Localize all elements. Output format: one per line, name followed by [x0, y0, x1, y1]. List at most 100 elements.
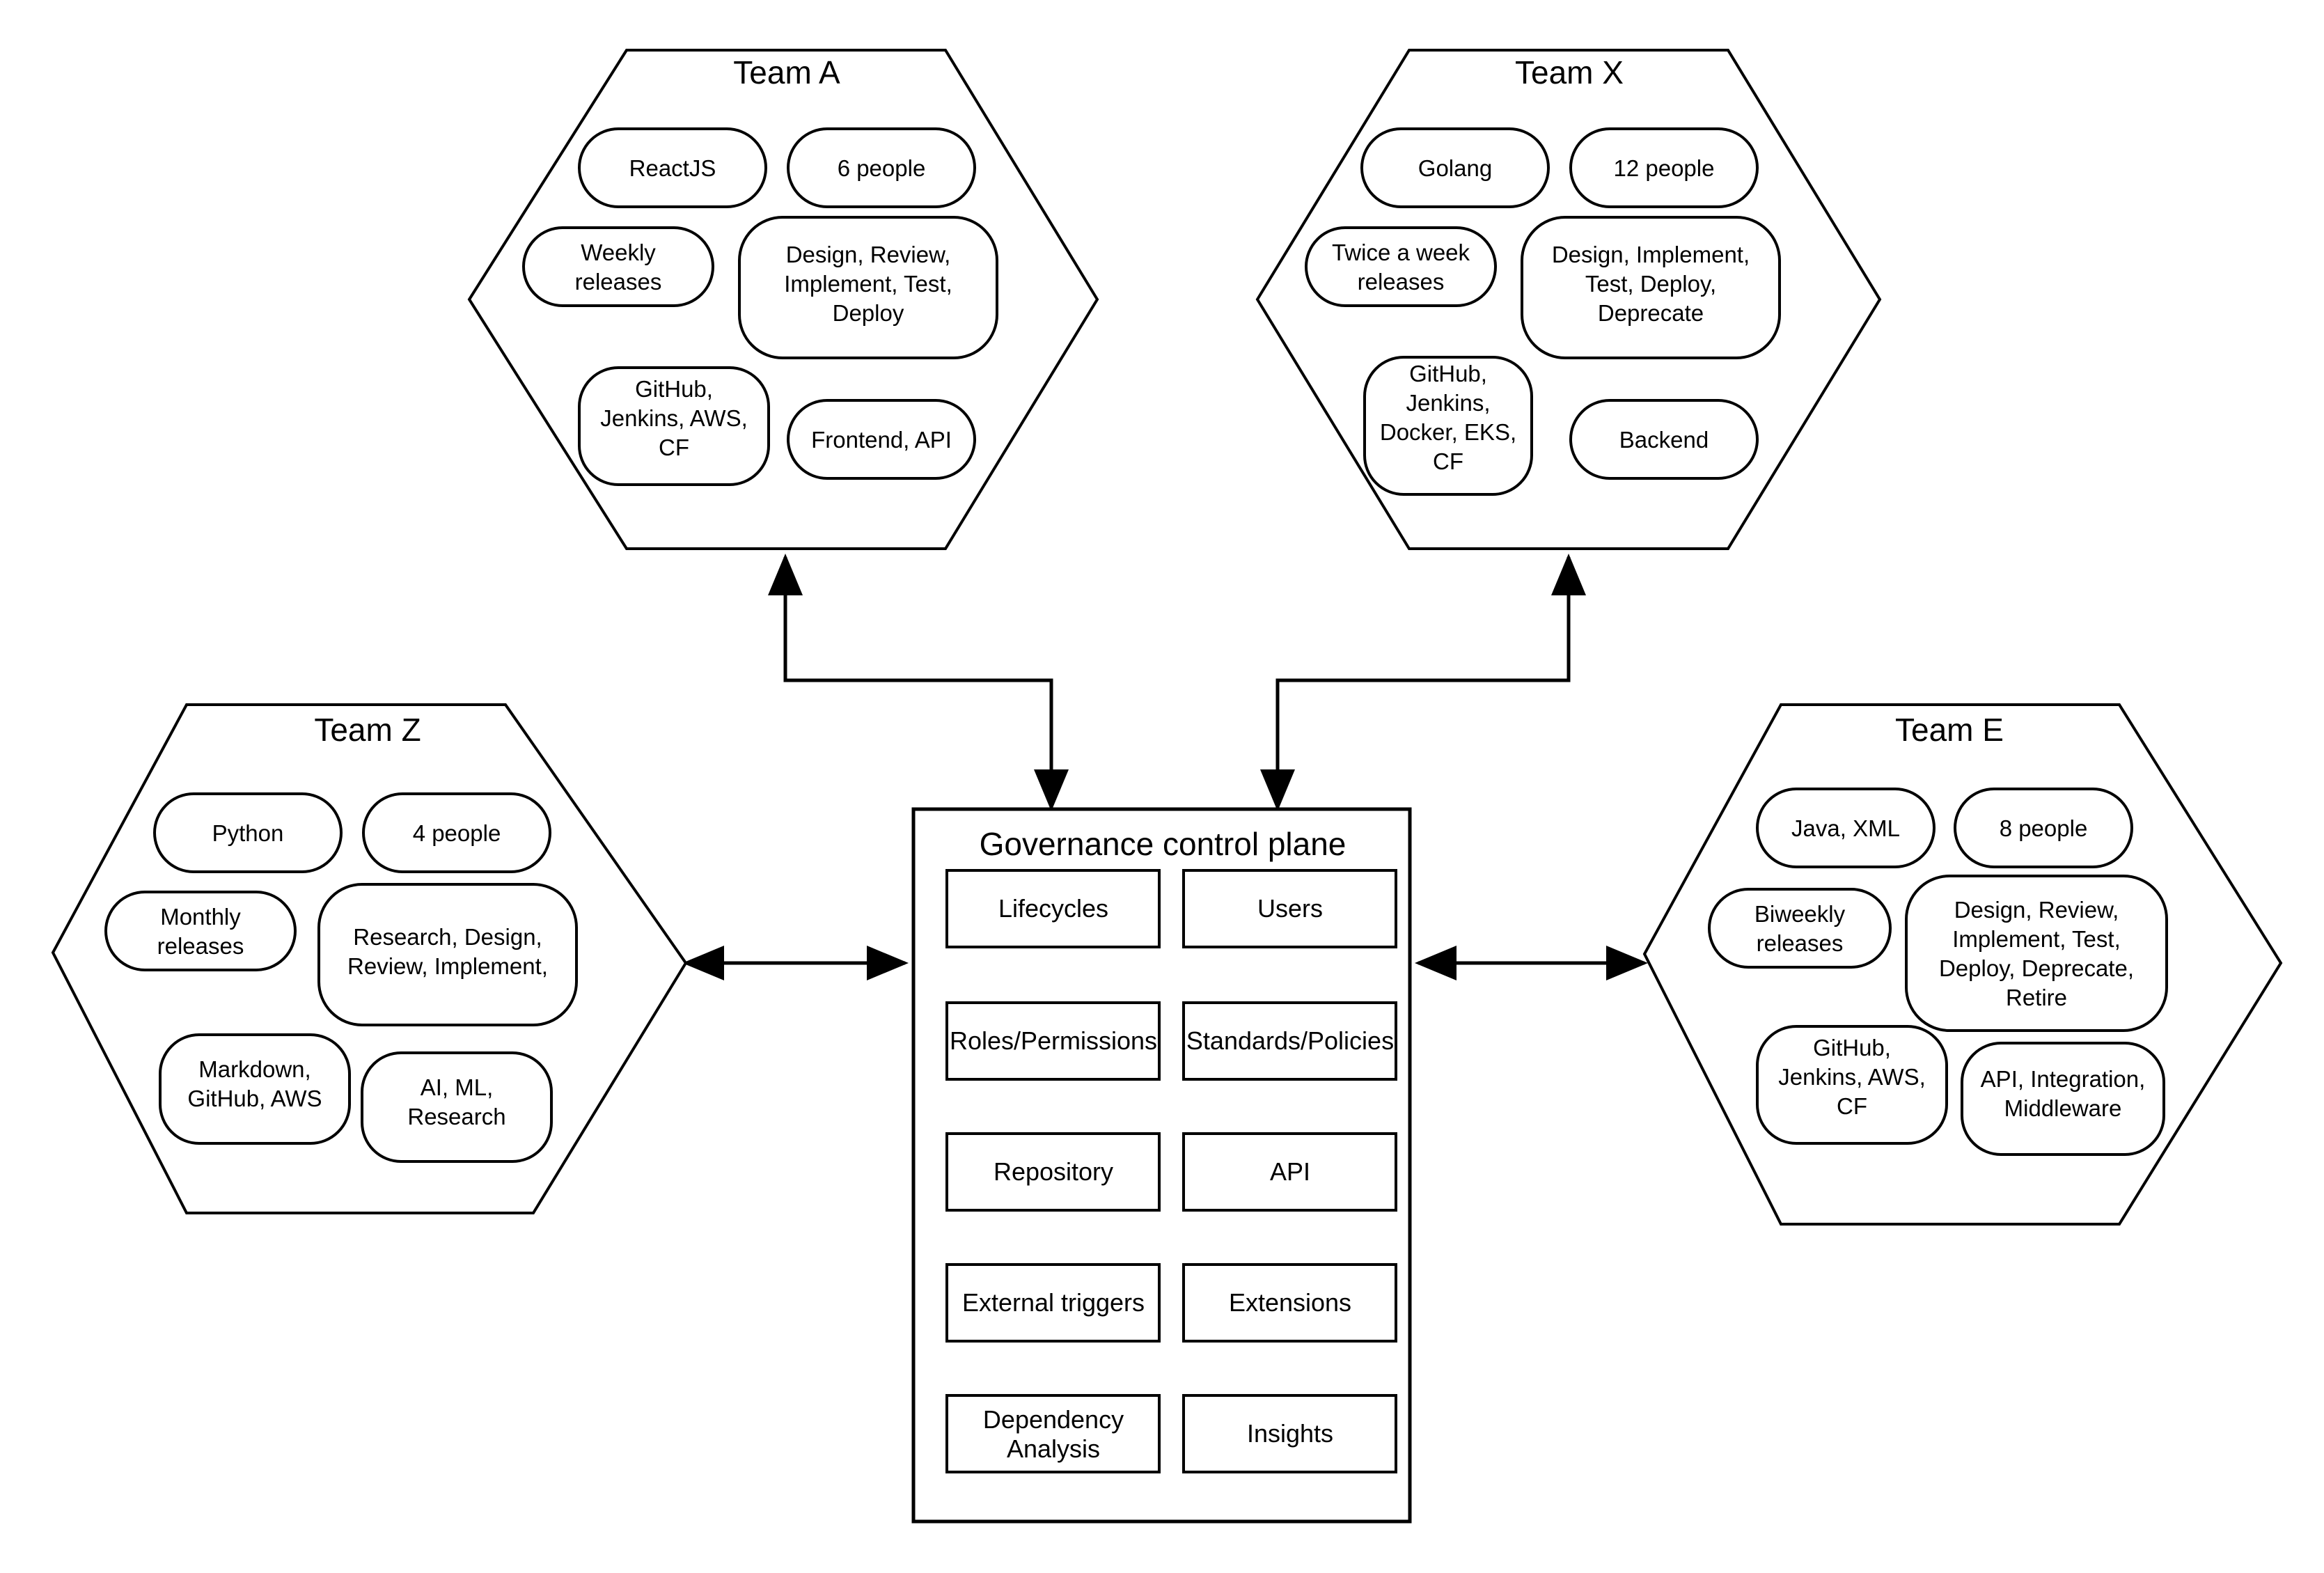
team-z-pill-tech-stack[interactable] [153, 792, 343, 873]
team-a-pill-team-size-label: 6 people [838, 155, 926, 181]
team-z-pill-release-cadence-label: Monthly [160, 904, 241, 930]
team-x-pill-scope[interactable] [1569, 399, 1759, 480]
team-a-pill-release-cadence[interactable] [522, 226, 714, 307]
team-z-pill-lifecycle[interactable] [317, 883, 578, 1026]
svg-text:CF: CF [1433, 448, 1463, 474]
team-x-pill-release-cadence-label: Twice a week [1332, 240, 1470, 265]
team-z-pill-release-cadence[interactable] [104, 891, 297, 971]
team-e-title: Team E [1895, 712, 2004, 748]
team-e-pill-tooling-label: GitHub, [1813, 1035, 1891, 1061]
control-plane-box-insights[interactable] [1182, 1394, 1397, 1473]
team-e-pill-tech-stack[interactable] [1756, 788, 1936, 868]
team-e-pill-scope[interactable] [1961, 1042, 2165, 1156]
team-z-pill-team-size-label: 4 people [413, 820, 501, 846]
team-z-pill-lifecycle-label: Research, Design, [353, 924, 542, 950]
control-plane-box-insights-label: Insights [1247, 1419, 1333, 1448]
control-plane-box-api-label: API [1270, 1157, 1310, 1186]
control-plane-box-external-triggers[interactable] [945, 1263, 1161, 1343]
team-a-pill-scope[interactable] [787, 399, 976, 480]
team-z-pill-tooling-label: Markdown, [198, 1056, 311, 1082]
team-a-pill-tooling-label: GitHub, [635, 376, 713, 402]
svg-text:Jenkins, AWS,: Jenkins, AWS, [1778, 1064, 1926, 1090]
svg-text:releases: releases [1358, 269, 1445, 295]
svg-text:Review, Implement,: Review, Implement, [347, 953, 548, 979]
svg-text:Deploy: Deploy [833, 300, 904, 326]
svg-text:Research: Research [407, 1104, 505, 1129]
svg-text:releases: releases [1757, 930, 1844, 956]
control-plane-title: Governance control plane [980, 826, 1346, 862]
team-x-pill-team-size[interactable] [1569, 127, 1759, 208]
control-plane-box-standards-policies-label: Standards/Policies [1186, 1026, 1394, 1055]
control-plane-box-extensions-label: Extensions [1229, 1288, 1351, 1317]
team-x-pill-tech-stack-label: Golang [1418, 155, 1492, 181]
control-plane-box-roles-permissions[interactable] [945, 1001, 1161, 1081]
team-x-pill-tech-stack[interactable] [1360, 127, 1550, 208]
team-z-node[interactable]: Team Z Python 4 people Monthly releases … [51, 703, 688, 1214]
control-plane-box-users[interactable] [1182, 869, 1397, 948]
team-a-pill-lifecycle-label: Design, Review, [786, 242, 951, 267]
svg-text:Jenkins,: Jenkins, [1406, 390, 1490, 416]
control-plane-box-standards-policies[interactable] [1182, 1001, 1397, 1081]
svg-text:GitHub, AWS: GitHub, AWS [187, 1086, 322, 1111]
team-e-pill-team-size[interactable] [1954, 788, 2133, 868]
connectors [682, 554, 1648, 980]
team-a-pill-scope-label: Frontend, API [811, 427, 952, 453]
control-plane-box-roles-permissions-label: Roles/Permissions [950, 1026, 1157, 1055]
svg-text:Jenkins, AWS,: Jenkins, AWS, [600, 405, 748, 431]
svg-text:Docker, EKS,: Docker, EKS, [1380, 419, 1516, 445]
team-x-pill-tooling[interactable] [1363, 356, 1533, 496]
team-z-pill-team-size[interactable] [362, 792, 551, 873]
team-a-pill-release-cadence-label: Weekly [581, 240, 656, 265]
team-x-pill-team-size-label: 12 people [1614, 155, 1715, 181]
control-plane-box-repository[interactable] [945, 1132, 1161, 1212]
team-z-pill-tech-stack-label: Python [212, 820, 284, 846]
svg-text:Deploy, Deprecate,: Deploy, Deprecate, [1939, 955, 2134, 981]
control-plane-box-users-label: Users [1257, 894, 1323, 923]
control-plane-box-external-triggers-label: External triggers [962, 1288, 1145, 1317]
team-a-title: Team A [733, 54, 840, 91]
team-z-pill-tooling[interactable] [159, 1033, 351, 1145]
team-e-pill-release-cadence-label: Biweekly [1754, 901, 1846, 927]
control-plane-box-dependency-analysis-label: Dependency [983, 1405, 1124, 1434]
control-plane-box-repository-label: Repository [994, 1157, 1113, 1186]
team-x-pill-lifecycle[interactable] [1521, 216, 1781, 359]
svg-text:CF: CF [1837, 1093, 1867, 1119]
team-e-pill-team-size-label: 8 people [2000, 815, 2088, 841]
control-plane-box-lifecycles[interactable] [945, 869, 1161, 948]
team-e-pill-lifecycle-label: Design, Review, [1954, 897, 2119, 923]
svg-text:releases: releases [157, 933, 244, 959]
team-a-pill-lifecycle[interactable] [738, 216, 998, 359]
control-plane-box-extensions[interactable] [1182, 1263, 1397, 1343]
control-plane-box-lifecycles-label: Lifecycles [998, 894, 1108, 923]
team-a-pill-tooling[interactable] [578, 366, 770, 486]
svg-text:Middleware: Middleware [2004, 1095, 2122, 1121]
team-e-pill-tooling[interactable] [1756, 1025, 1948, 1145]
team-a-pill-team-size[interactable] [787, 127, 976, 208]
team-e-pill-scope-label: API, Integration, [1981, 1066, 2146, 1092]
team-a-pill-tech-stack[interactable] [578, 127, 767, 208]
team-x-node[interactable]: Team X Golang 12 people Twice a week rel… [1255, 49, 1882, 550]
team-z-pill-scope[interactable] [361, 1051, 553, 1163]
team-a-pill-tech-stack-label: ReactJS [629, 155, 716, 181]
team-a-node[interactable]: Team A ReactJS 6 people Weekly releases … [467, 49, 1099, 550]
team-x-pill-lifecycle-label: Design, Implement, [1552, 242, 1750, 267]
team-x-title: Team X [1515, 54, 1624, 91]
svg-text:releases: releases [575, 269, 662, 295]
svg-text:Deprecate: Deprecate [1598, 300, 1704, 326]
team-z-pill-scope-label: AI, ML, [421, 1074, 494, 1100]
governance-control-plane[interactable]: Governance control plane Lifecycles Role… [911, 807, 1412, 1524]
team-x-pill-scope-label: Backend [1619, 427, 1709, 453]
team-e-node[interactable]: Team E Java, XML 8 people Biweekly relea… [1642, 703, 2283, 1226]
team-e-pill-release-cadence[interactable] [1708, 888, 1892, 969]
team-x-pill-release-cadence[interactable] [1305, 226, 1497, 307]
control-plane-box-dependency-analysis[interactable] [945, 1394, 1161, 1473]
team-z-title: Team Z [314, 712, 421, 748]
svg-text:CF: CF [659, 435, 689, 460]
svg-text:Analysis: Analysis [1007, 1434, 1100, 1463]
team-x-pill-tooling-label: GitHub, [1409, 361, 1487, 386]
control-plane-box-api[interactable] [1182, 1132, 1397, 1212]
connector-team-a-control-plane [768, 554, 1069, 811]
svg-text:Retire: Retire [2006, 985, 2067, 1010]
team-e-pill-lifecycle[interactable] [1905, 875, 2168, 1032]
